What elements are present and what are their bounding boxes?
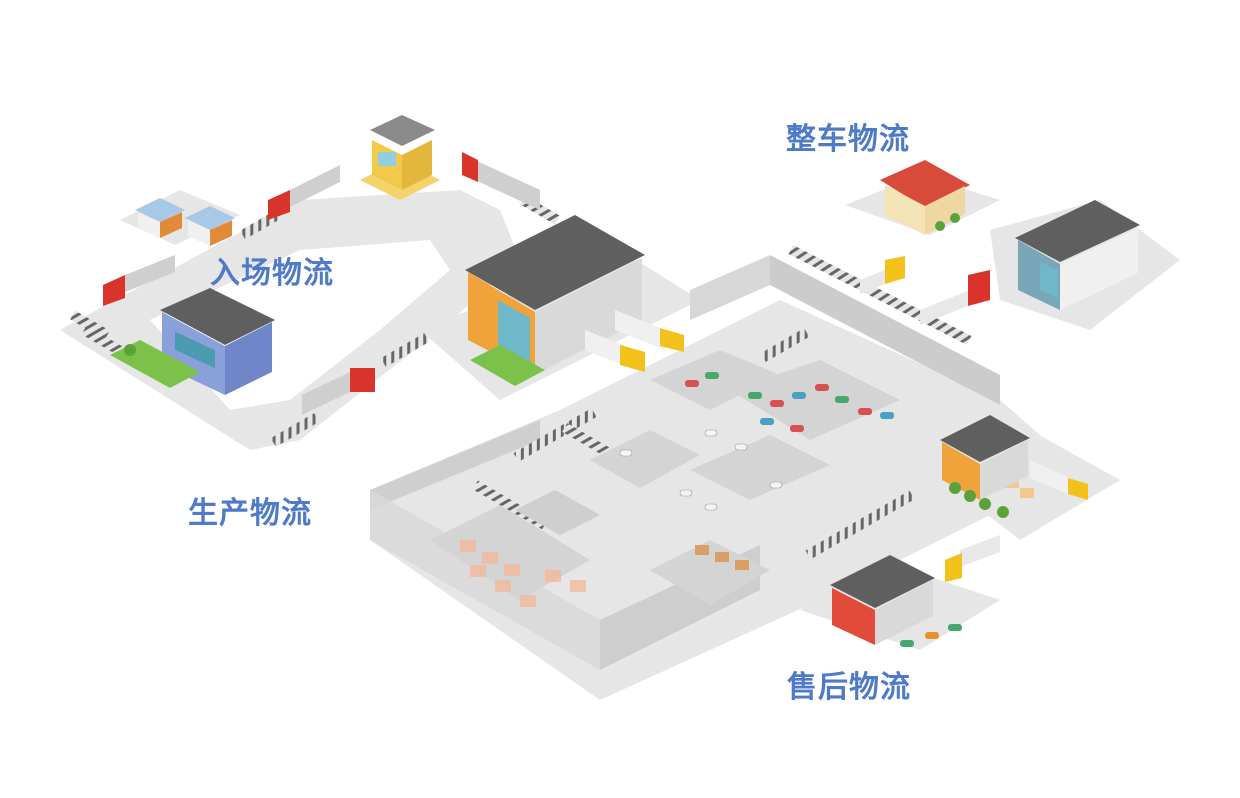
truck-dealer: [1030, 460, 1088, 500]
car-carrier-1: [920, 270, 990, 325]
vehicle-logistics-label: 整车物流: [786, 122, 910, 157]
inbound-warehouse: [110, 288, 275, 395]
production-walls: [370, 255, 1000, 670]
inbound-logistics-label: 入场物流: [210, 256, 334, 291]
truck-inbound-4: [302, 368, 375, 415]
truck-inbound-1: [268, 165, 340, 220]
aftersales-logistics-label: 售后物流: [787, 670, 911, 705]
central-plant: [465, 215, 645, 386]
vehicle-logistics-site: [880, 160, 1140, 310]
dealer-building: [940, 415, 1030, 500]
trees: [935, 213, 1009, 518]
aftersales-building: [830, 555, 962, 647]
truck-plant-2: [615, 310, 684, 352]
car-carrier-2: [860, 256, 905, 294]
guardhouse: [360, 115, 440, 200]
trucks: [103, 152, 1088, 582]
truck-inbound-3: [103, 255, 175, 306]
small-warehouses: [135, 198, 235, 246]
truck-inbound-2: [462, 152, 540, 210]
production-cars: [619, 372, 894, 511]
truck-plant-1: [585, 330, 645, 372]
production-logistics-label: 生产物流: [188, 496, 312, 531]
truck-aftersales: [945, 535, 1000, 582]
